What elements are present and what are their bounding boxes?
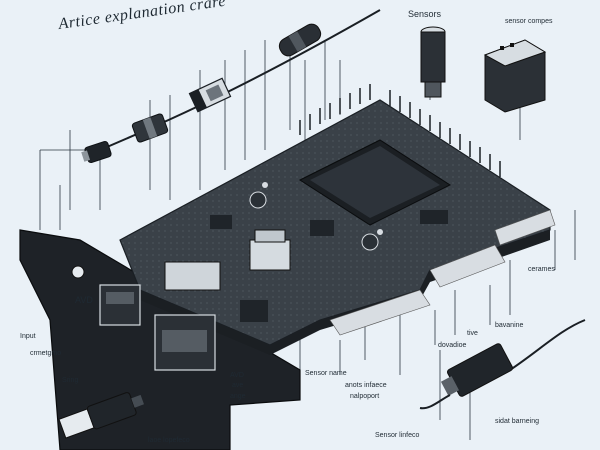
sensor-compes-block	[483, 39, 547, 113]
label-laoe-lopefeco: laoe lopefeco	[148, 437, 190, 444]
label-sensors: Sensors	[408, 9, 442, 19]
label-sensor-linfeco: Sensor linfeco	[375, 432, 420, 439]
label-sensor-compes: sensor compes	[505, 18, 553, 25]
label-avd-ave: ave	[232, 382, 244, 389]
pcb-board	[119, 99, 551, 346]
sensor-probe-top	[420, 26, 446, 98]
label-anots-infaece: anots infaece	[345, 382, 387, 389]
usb-connector	[58, 392, 144, 439]
main-processor-chip	[298, 139, 452, 226]
label-sring: Sring	[62, 377, 79, 384]
label-input: Input	[20, 333, 36, 340]
cable-connector-chain	[81, 9, 381, 164]
label-dovadioe: dovadioe	[438, 342, 467, 349]
header-pins	[299, 84, 501, 177]
board-components	[164, 182, 448, 322]
label-tive: tive	[467, 330, 478, 337]
edge-connector-fingers	[329, 209, 556, 336]
label-nalpoport: nalpoport	[350, 393, 380, 400]
label-bavanine: bavanine	[495, 322, 524, 329]
bracket-ports	[99, 284, 216, 371]
label-avd-right: AVD	[230, 372, 244, 379]
label-cerames: cerames	[528, 266, 555, 273]
label-avd-left: AVD	[75, 295, 93, 305]
sensor-cable-plug	[419, 319, 586, 410]
label-sensor-name: Sensor name	[305, 370, 347, 377]
label-avd-ange: ange	[230, 393, 246, 400]
label-crmetgmo: crmetgmo	[30, 350, 62, 357]
bracket-screw-hole	[71, 265, 85, 279]
label-sidat-barneing: sidat barneing	[495, 418, 539, 425]
